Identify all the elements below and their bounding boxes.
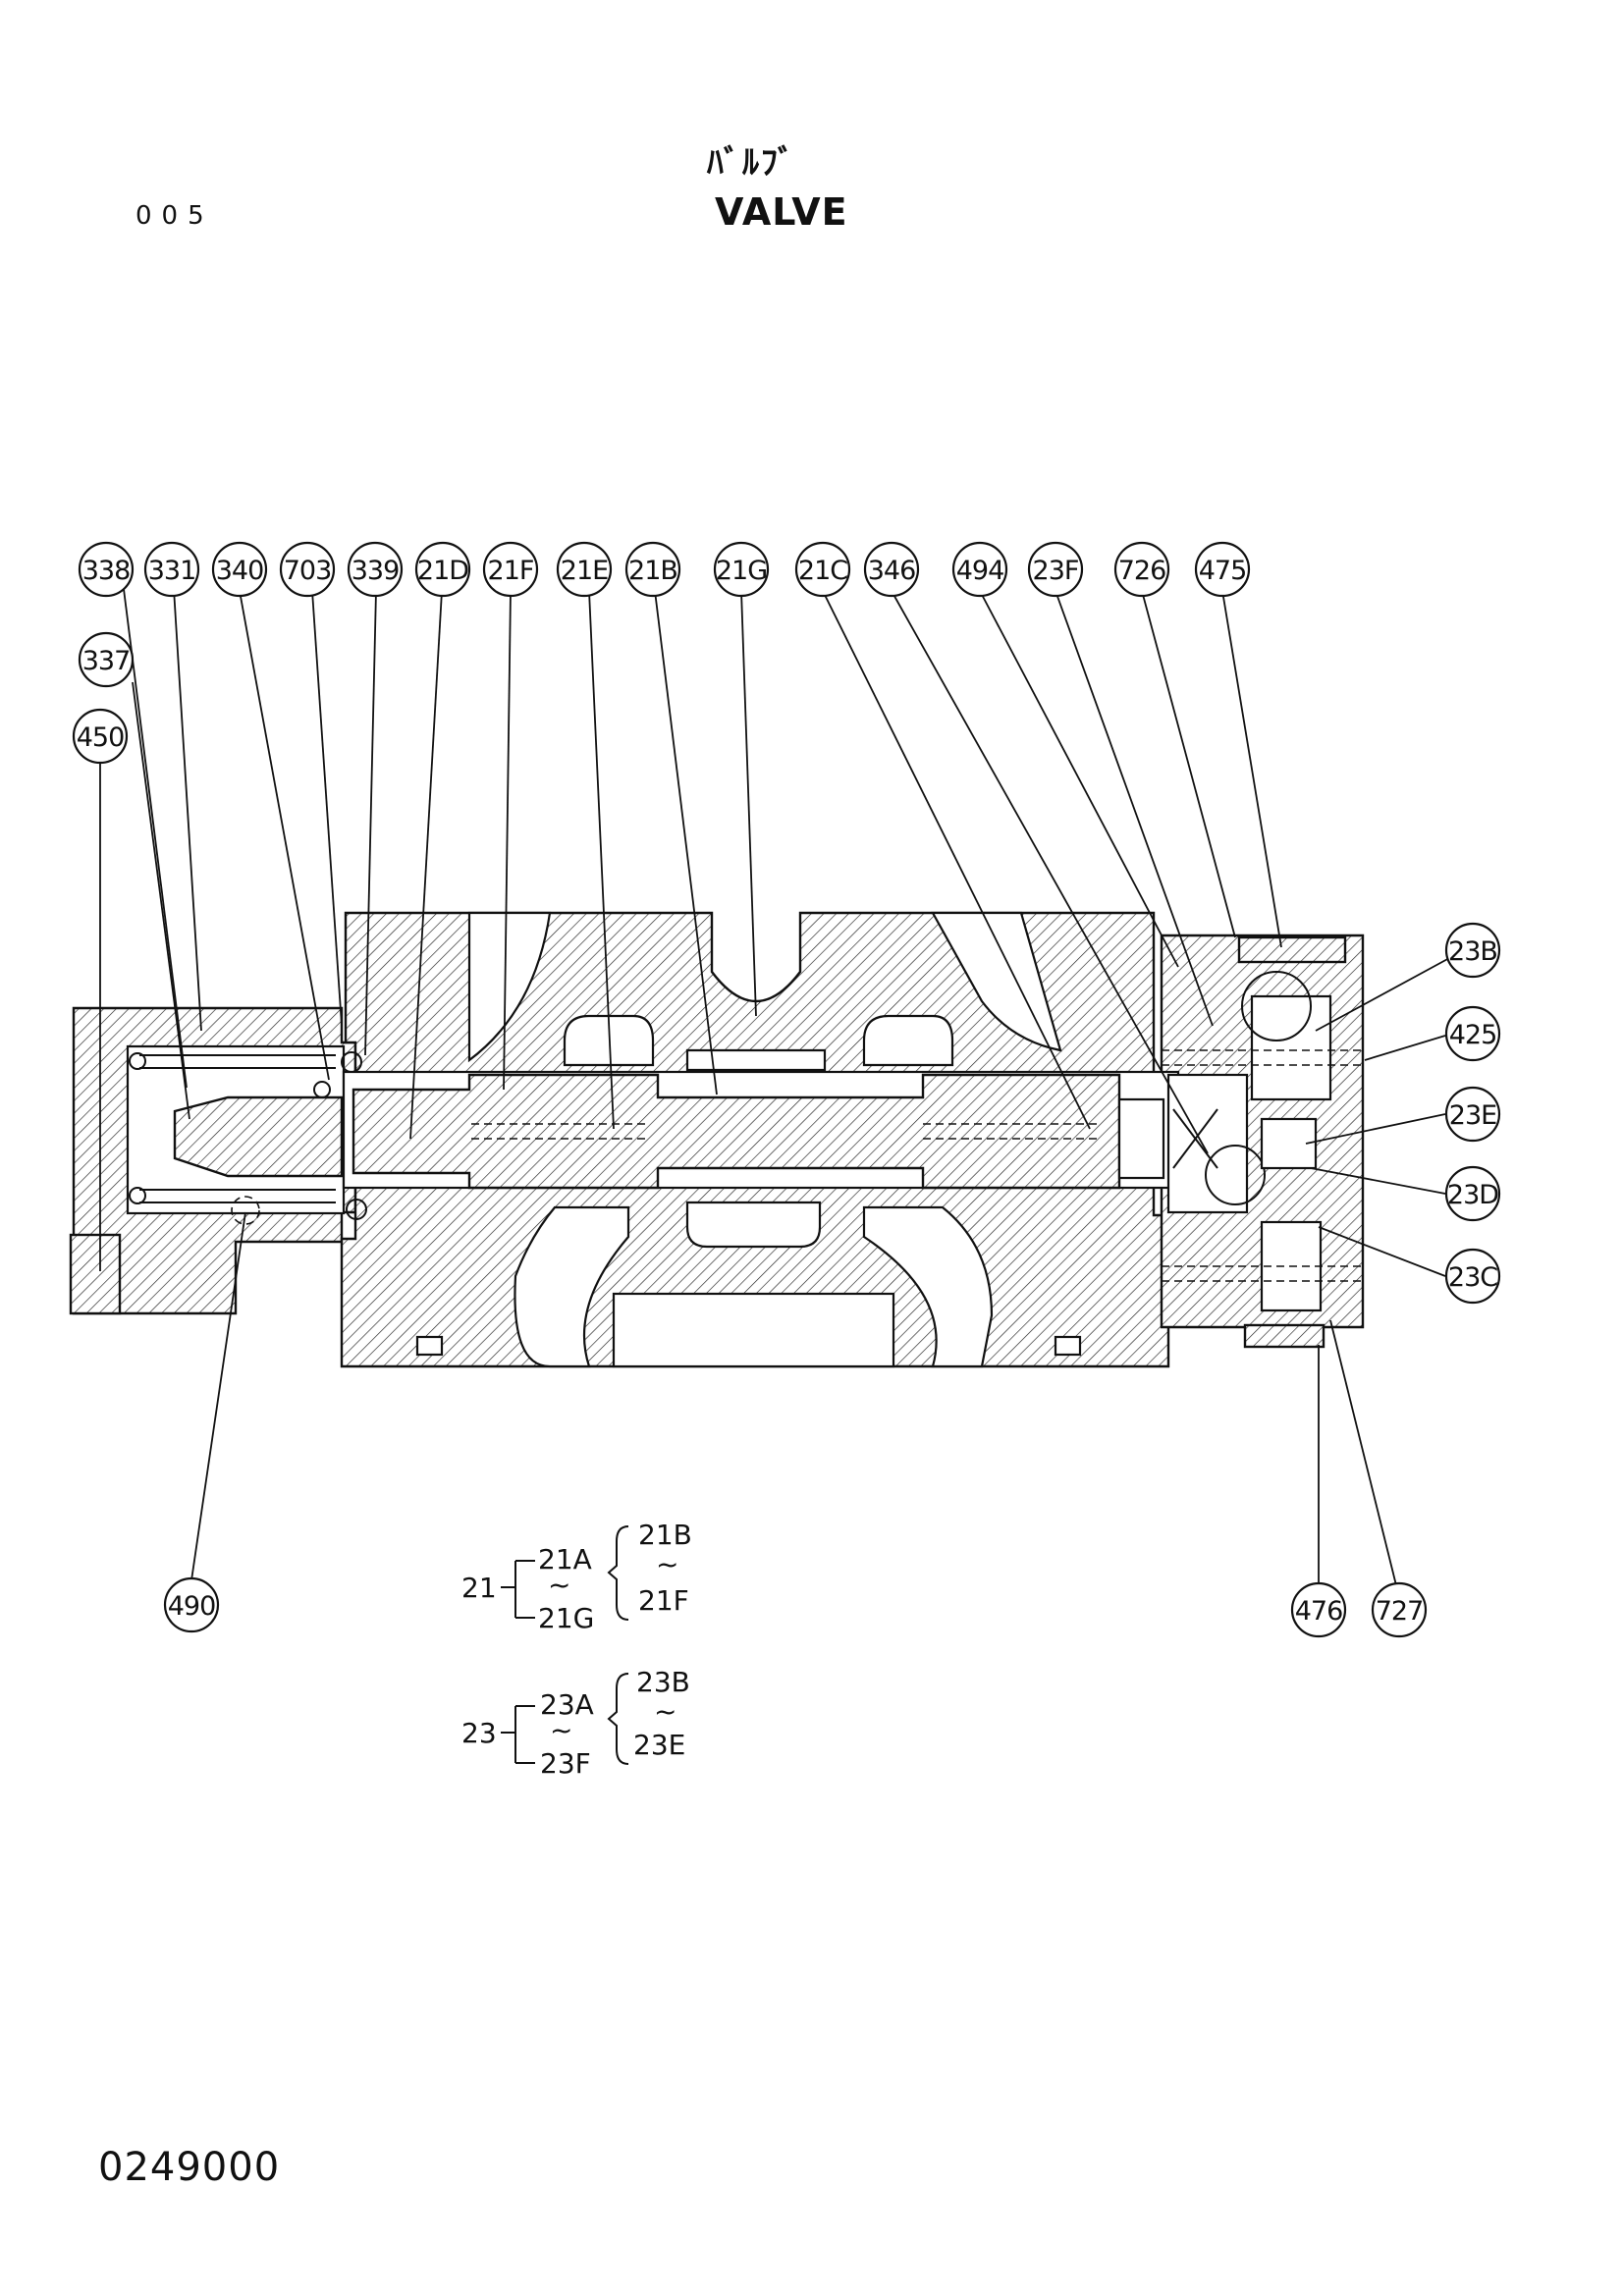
callout-475: 475 xyxy=(1194,541,1251,598)
legend-21-sub-tilde: ~ xyxy=(656,1548,678,1580)
top-plug xyxy=(1237,935,1347,964)
svg-text:23F: 23F xyxy=(1033,556,1079,586)
lower-pressure-port xyxy=(612,1292,895,1368)
lower-land-center xyxy=(685,1201,822,1249)
svg-text:475: 475 xyxy=(1199,556,1247,586)
svg-text:21G: 21G xyxy=(716,556,767,586)
svg-text:476: 476 xyxy=(1295,1596,1343,1627)
callout-476: 476 xyxy=(1290,1581,1347,1638)
callout-337: 337 xyxy=(78,631,135,688)
port-fitting-left xyxy=(69,1233,122,1315)
callout-340: 340 xyxy=(211,541,268,598)
upper-port-left xyxy=(467,911,552,1063)
page-number: 005 xyxy=(135,201,214,231)
svg-text:21E: 21E xyxy=(561,556,608,586)
drawing-number: 0249000 xyxy=(98,2145,281,2190)
callout-425: 425 xyxy=(1444,1005,1501,1062)
callout-494: 494 xyxy=(951,541,1008,598)
svg-text:339: 339 xyxy=(352,556,400,586)
legend-23-tilde: ~ xyxy=(550,1714,572,1746)
title-english: VALVE xyxy=(715,190,848,234)
callout-703: 703 xyxy=(279,541,336,598)
upper-relief-bore xyxy=(1250,994,1332,1101)
callout-339: 339 xyxy=(347,541,404,598)
svg-text:23E: 23E xyxy=(1449,1100,1496,1131)
valve-body xyxy=(69,911,1365,1368)
lower-port-left xyxy=(514,1205,630,1368)
legend-21-from: 21A xyxy=(538,1543,592,1575)
callout-23e: 23E xyxy=(1444,1086,1501,1143)
svg-text:726: 726 xyxy=(1118,556,1166,586)
callout-21b: 21B xyxy=(624,541,681,598)
legend-23-parent: 23 xyxy=(461,1717,497,1749)
legend-group-21: 21 21A ~ 21G 21B ~ 21F xyxy=(461,1519,692,1634)
leader-lines xyxy=(99,588,1452,1586)
svg-text:346: 346 xyxy=(868,556,916,586)
callout-727: 727 xyxy=(1371,1581,1428,1638)
svg-text:337: 337 xyxy=(82,646,131,676)
lower-notch-left xyxy=(415,1335,444,1357)
svg-text:21D: 21D xyxy=(417,556,468,586)
svg-text:331: 331 xyxy=(148,556,196,586)
lower-notch-right xyxy=(1054,1335,1082,1357)
callout-450: 450 xyxy=(72,708,129,765)
spring-guide xyxy=(173,1095,344,1178)
poppet-plug xyxy=(1117,1097,1165,1180)
legend-21-sub-to: 21F xyxy=(638,1584,689,1617)
svg-text:23B: 23B xyxy=(1448,936,1497,967)
svg-text:490: 490 xyxy=(168,1591,216,1622)
check-housing xyxy=(1166,1073,1249,1214)
svg-text:21B: 21B xyxy=(628,556,677,586)
callout-490: 490 xyxy=(163,1576,220,1633)
return-spring xyxy=(129,1051,367,1220)
svg-text:425: 425 xyxy=(1449,1020,1497,1050)
legend-21-parent: 21 xyxy=(461,1572,497,1604)
o-ring-490 xyxy=(231,1196,260,1225)
callout-331: 331 xyxy=(143,541,200,598)
callout-346: 346 xyxy=(863,541,920,598)
legend-23-sub-from: 23B xyxy=(636,1666,690,1698)
callout-23c: 23C xyxy=(1444,1248,1501,1305)
legend-23-from: 23A xyxy=(540,1688,594,1721)
legend-group-23: 23 23A ~ 23F 23B ~ 23E xyxy=(461,1666,690,1780)
check-ball xyxy=(1205,1145,1266,1205)
legend-21-sub-from: 21B xyxy=(638,1519,692,1551)
legend-21-to: 21G xyxy=(538,1602,594,1634)
spool xyxy=(352,1073,1121,1190)
svg-text:338: 338 xyxy=(82,556,131,586)
svg-text:450: 450 xyxy=(77,722,125,753)
callout-23b: 23B xyxy=(1444,922,1501,979)
callout-21f: 21F xyxy=(482,541,539,598)
svg-text:727: 727 xyxy=(1376,1596,1424,1627)
callout-21g: 21G xyxy=(713,541,770,598)
upper-port-right xyxy=(931,911,1062,1052)
svg-text:494: 494 xyxy=(956,556,1004,586)
callout-726: 726 xyxy=(1113,541,1170,598)
callout-23d: 23D xyxy=(1444,1165,1501,1222)
title-japanese: ﾊﾞﾙﾌﾞ xyxy=(707,143,796,183)
legend-23-to: 23F xyxy=(540,1747,591,1780)
svg-text:23C: 23C xyxy=(1448,1262,1497,1293)
callout-338: 338 xyxy=(78,541,135,598)
lower-port-right xyxy=(862,1205,994,1368)
callout-23f: 23F xyxy=(1027,541,1084,598)
callout-21d: 21D xyxy=(414,541,471,598)
legend-21-tilde: ~ xyxy=(548,1569,570,1601)
callout-21e: 21E xyxy=(556,541,613,598)
svg-text:340: 340 xyxy=(216,556,264,586)
bottom-plug xyxy=(1243,1323,1325,1349)
upper-land-right xyxy=(862,1014,954,1067)
svg-text:23D: 23D xyxy=(1447,1180,1498,1210)
callout-21c: 21C xyxy=(794,541,851,598)
legend-23-sub-to: 23E xyxy=(633,1729,685,1761)
svg-text:21F: 21F xyxy=(488,556,534,586)
svg-text:21C: 21C xyxy=(798,556,847,586)
tank-gallery xyxy=(685,1048,827,1072)
svg-text:703: 703 xyxy=(284,556,332,586)
legend-23-sub-tilde: ~ xyxy=(654,1695,676,1728)
